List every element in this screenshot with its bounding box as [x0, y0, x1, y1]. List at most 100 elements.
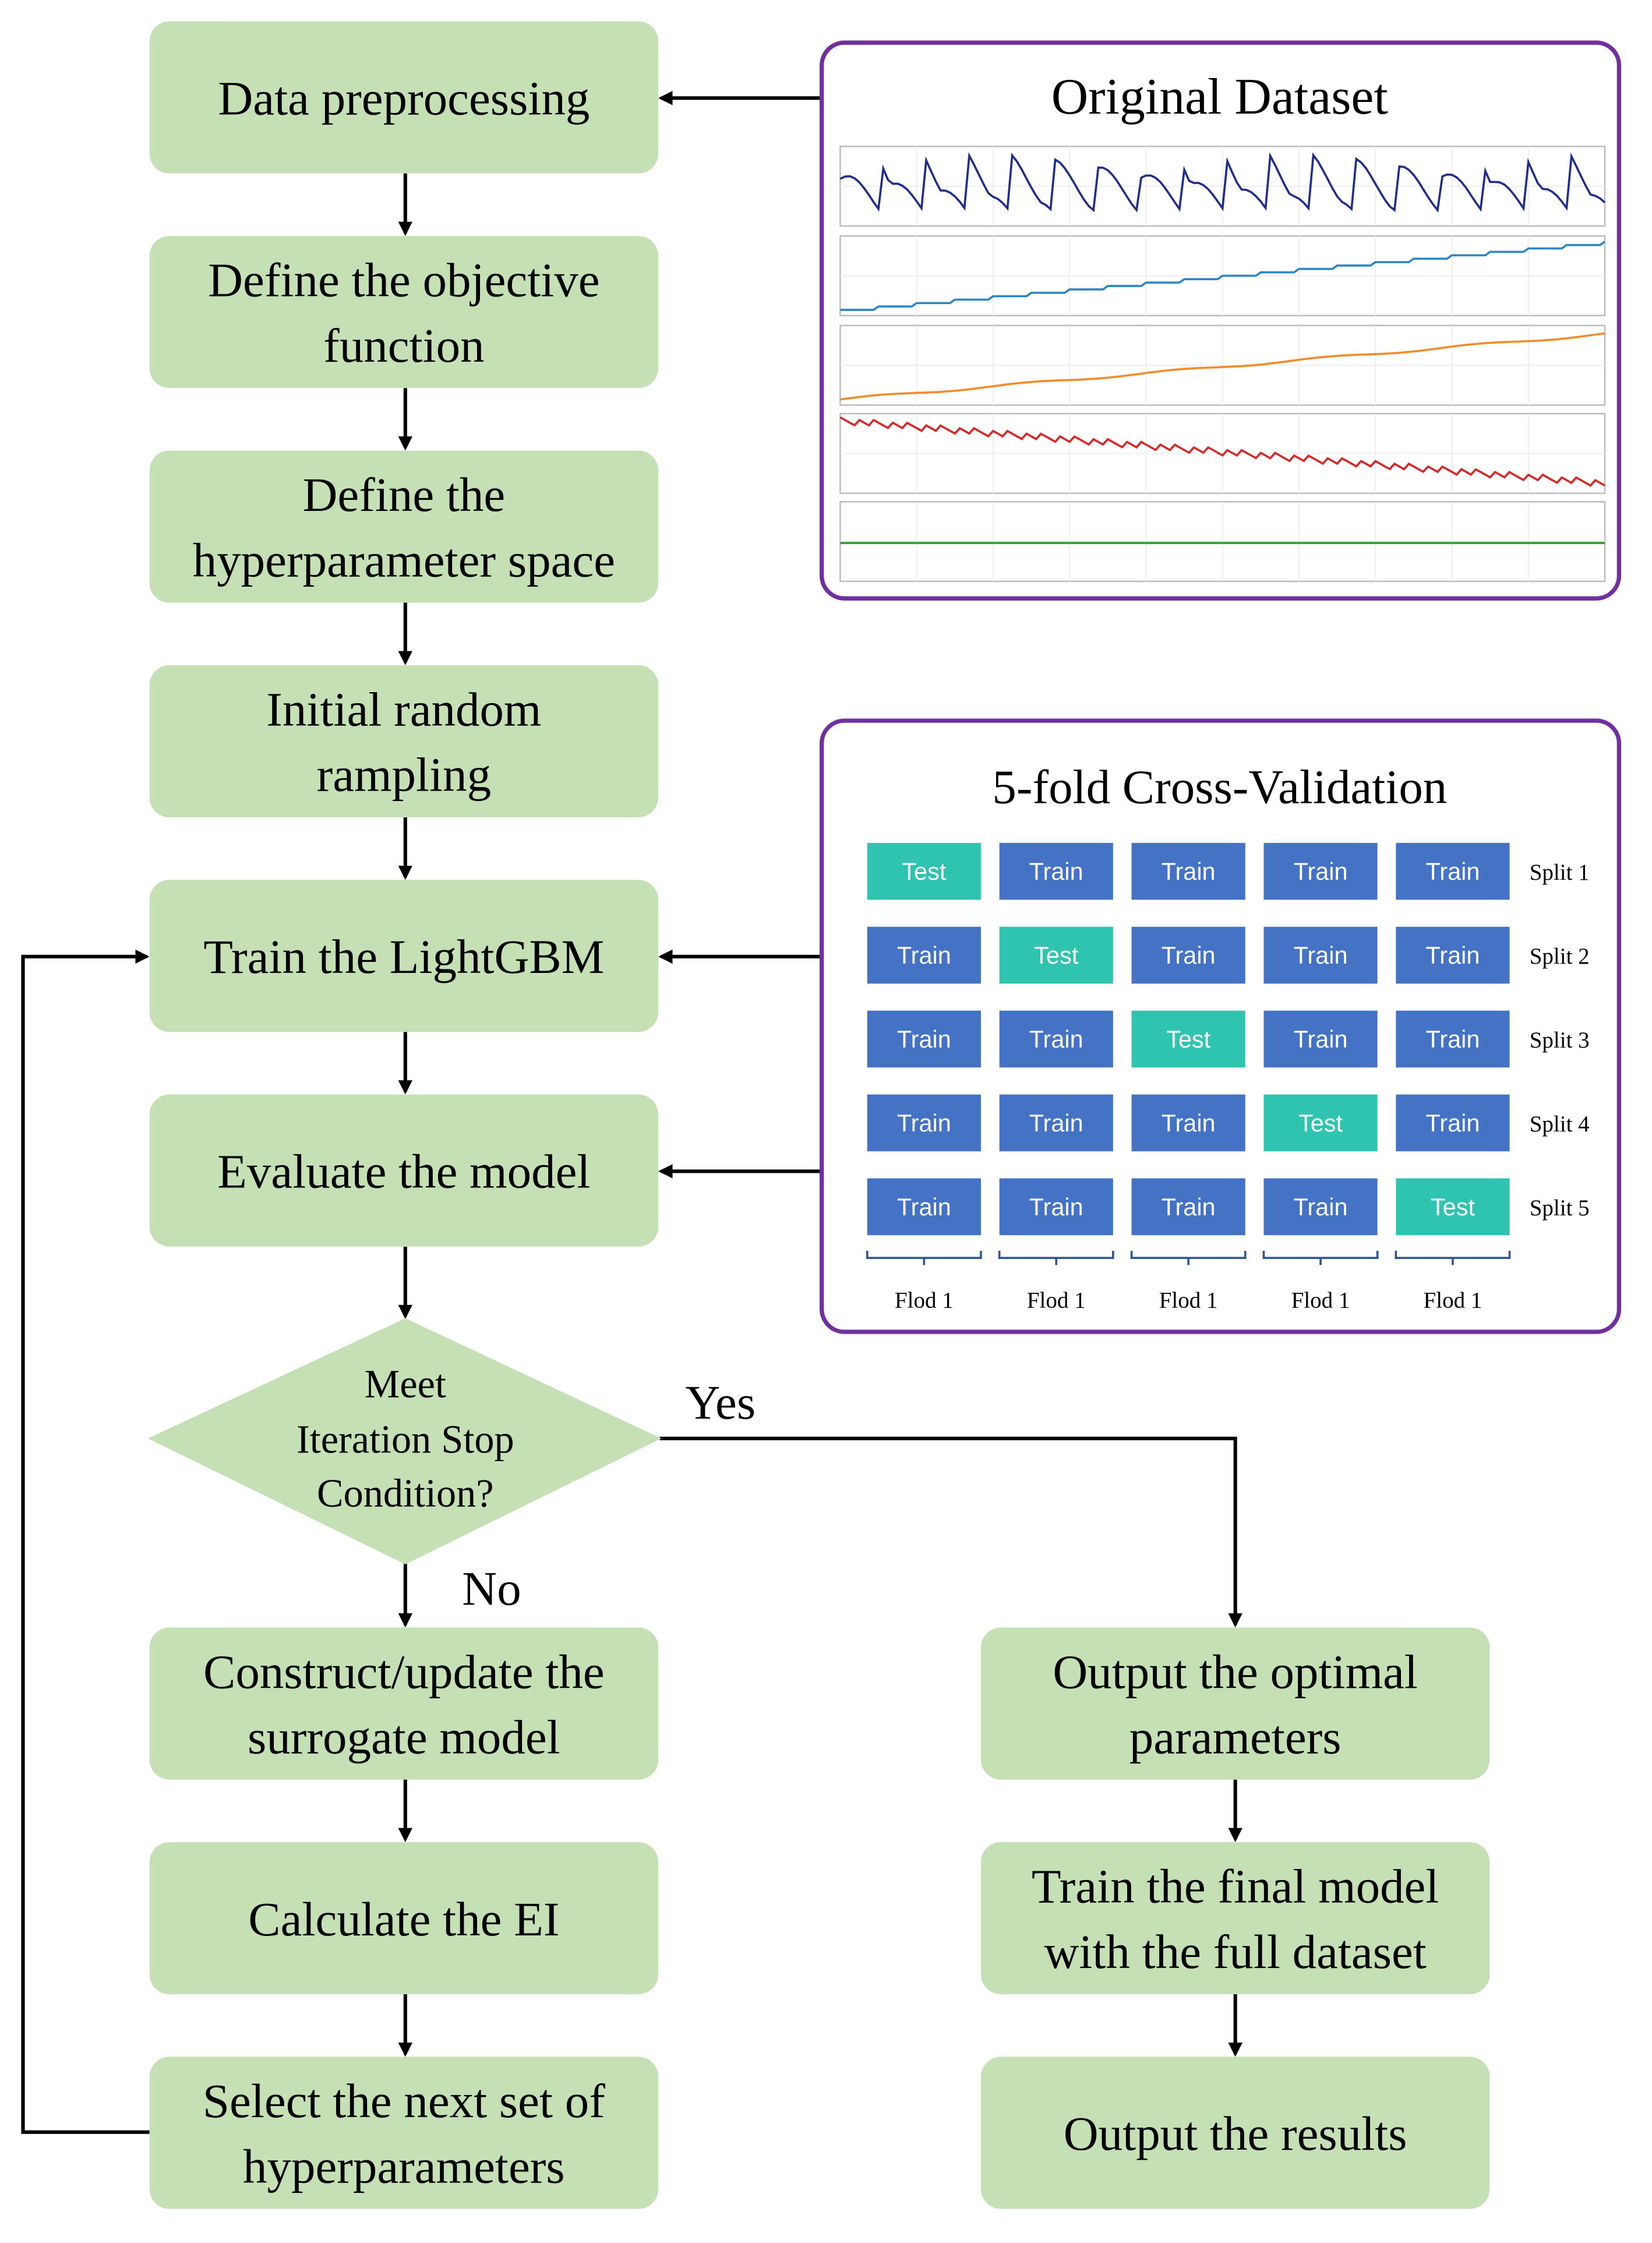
- fold-bracket: [866, 1251, 982, 1265]
- train-fold-cell-label: Train: [1425, 1109, 1480, 1137]
- dataset-series-line-2: [840, 241, 1606, 311]
- step-evaluate-model: Evaluate the model: [149, 1094, 659, 1247]
- train-fold-cell-label: Train: [897, 1109, 951, 1137]
- step-train-lightgbm-box: [149, 880, 659, 1032]
- train-fold-cell: [1131, 1178, 1245, 1236]
- decision-text-line-1: Meet: [365, 1362, 446, 1406]
- step-select-next-text-line-2: hyperparameters: [243, 2139, 565, 2193]
- train-fold-cell-label: Train: [1029, 1109, 1083, 1137]
- step-select-next: Select the next set of hyperparameters: [149, 2057, 659, 2209]
- dataset-series-plot-1: [839, 146, 1606, 227]
- dataset-panel-title: Original Dataset: [1051, 68, 1388, 125]
- step-output-params-text-line-2: parameters: [1129, 1710, 1342, 1764]
- train-fold-cell-label: Train: [1162, 1193, 1216, 1221]
- step-define-space-text-line-1: Define the: [303, 468, 506, 521]
- train-fold-cell: [1263, 1010, 1378, 1068]
- train-fold-cell-label: Train: [1294, 858, 1348, 885]
- test-fold-cell: [999, 926, 1113, 984]
- train-fold-cell-label: Train: [1425, 858, 1480, 885]
- step-output-results-text-line-1: Output the results: [1064, 2107, 1407, 2160]
- train-fold-cell: [867, 1010, 981, 1068]
- fold-label: Flod 1: [1424, 1288, 1482, 1313]
- no-label: No: [462, 1562, 521, 1616]
- step-data-preprocessing-text-line-1: Data preprocessing: [218, 71, 590, 125]
- arrow-yes-branch: [659, 1437, 1242, 1628]
- train-fold-cell: [999, 1010, 1113, 1068]
- train-fold-cell: [867, 1094, 981, 1152]
- train-fold-cell: [867, 1178, 981, 1236]
- step-select-next-box: [149, 2057, 659, 2209]
- decision-text-line-3: Condition?: [317, 1471, 494, 1515]
- train-fold-cell-label: Train: [1029, 858, 1083, 885]
- step-output-results-box: [980, 2057, 1490, 2209]
- train-fold-cell: [1396, 1094, 1510, 1152]
- cv-panel-title: 5-fold Cross-Validation: [992, 760, 1447, 813]
- train-fold-cell: [999, 1094, 1113, 1152]
- train-fold-cell: [999, 1178, 1113, 1236]
- train-fold-cell: [1131, 842, 1245, 900]
- train-fold-cell-label: Train: [897, 1193, 951, 1221]
- step-evaluate-model-text-line-1: Evaluate the model: [217, 1144, 590, 1198]
- split-label: Split 5: [1530, 1195, 1590, 1221]
- step-initial-sampling-box: [149, 665, 659, 817]
- train-fold-cell-label: Train: [1162, 858, 1216, 885]
- test-fold-cell-label: Test: [1166, 1025, 1211, 1053]
- train-fold-cell-label: Train: [1425, 1025, 1480, 1053]
- train-fold-cell-label: Train: [1294, 941, 1348, 969]
- train-fold-cell: [1263, 926, 1378, 984]
- step-select-next-text-line-1: Select the next set of: [203, 2074, 605, 2128]
- decision-text-line-2: Iteration Stop: [296, 1417, 514, 1461]
- train-fold-cell-label: Train: [1029, 1025, 1083, 1053]
- step-train-final-text-line-1: Train the final model: [1032, 1860, 1439, 1913]
- dataset-series-plots: [839, 146, 1606, 583]
- train-fold-cell: [1263, 1178, 1378, 1236]
- step-define-space-text-line-2: hyperparameter space: [193, 533, 615, 587]
- fold-label: Flod 1: [895, 1288, 954, 1313]
- train-fold-cell-label: Train: [1294, 1193, 1348, 1221]
- train-fold-cell-label: Train: [1425, 941, 1480, 969]
- step-evaluate-model-box: [149, 1094, 659, 1247]
- train-fold-cell: [1396, 842, 1510, 900]
- test-fold-cell: [1263, 1094, 1378, 1152]
- fold-bracket: [998, 1251, 1114, 1265]
- split-label: Split 2: [1530, 944, 1590, 969]
- step-output-params-box: [980, 1627, 1490, 1780]
- dataset-series-line-4: [839, 416, 1605, 487]
- original-dataset-panel: Original Dataset: [820, 40, 1622, 601]
- train-fold-cell-label: Train: [897, 1025, 951, 1053]
- step-define-objective-text-line-1: Define the objective: [208, 253, 599, 307]
- step-train-lightgbm-text-line-1: Train the LightGBM: [203, 930, 604, 983]
- train-fold-cell: [867, 926, 981, 984]
- step-data-preprocessing-box: [149, 21, 659, 174]
- step-output-params-text-line-1: Output the optimal: [1053, 1645, 1418, 1698]
- fold-label: Flod 1: [1027, 1288, 1086, 1313]
- train-fold-cell-label: Train: [1162, 941, 1216, 969]
- step-train-lightgbm: Train the LightGBM: [149, 880, 659, 1032]
- dataset-series-line-3: [840, 332, 1605, 401]
- test-fold-cell-label: Test: [1298, 1109, 1343, 1137]
- dataset-series-line-1: [839, 151, 1606, 213]
- split-label: Split 3: [1530, 1028, 1590, 1053]
- dataset-series-plot-3: [839, 325, 1606, 406]
- step-output-params: Output the optimal parameters: [980, 1627, 1490, 1780]
- fold-bracket: [1395, 1251, 1511, 1265]
- stop-condition-decision: Meet Iteration Stop Condition? Yes No: [147, 1318, 756, 1616]
- train-fold-cell: [1396, 926, 1510, 984]
- yes-label: Yes: [685, 1376, 756, 1429]
- step-surrogate-text-line-1: Construct/update the: [203, 1645, 605, 1698]
- train-fold-cell-label: Train: [1294, 1025, 1348, 1053]
- test-fold-cell-label: Test: [1431, 1193, 1475, 1221]
- step-calculate-ei-box: [149, 1842, 659, 1995]
- dataset-series-plot-4: [839, 412, 1606, 494]
- step-data-preprocessing: Data preprocessing: [149, 21, 659, 174]
- test-fold-cell: [1131, 1010, 1245, 1068]
- step-output-results: Output the results: [980, 2057, 1490, 2209]
- split-label: Split 4: [1530, 1112, 1590, 1137]
- train-fold-cell: [1263, 842, 1378, 900]
